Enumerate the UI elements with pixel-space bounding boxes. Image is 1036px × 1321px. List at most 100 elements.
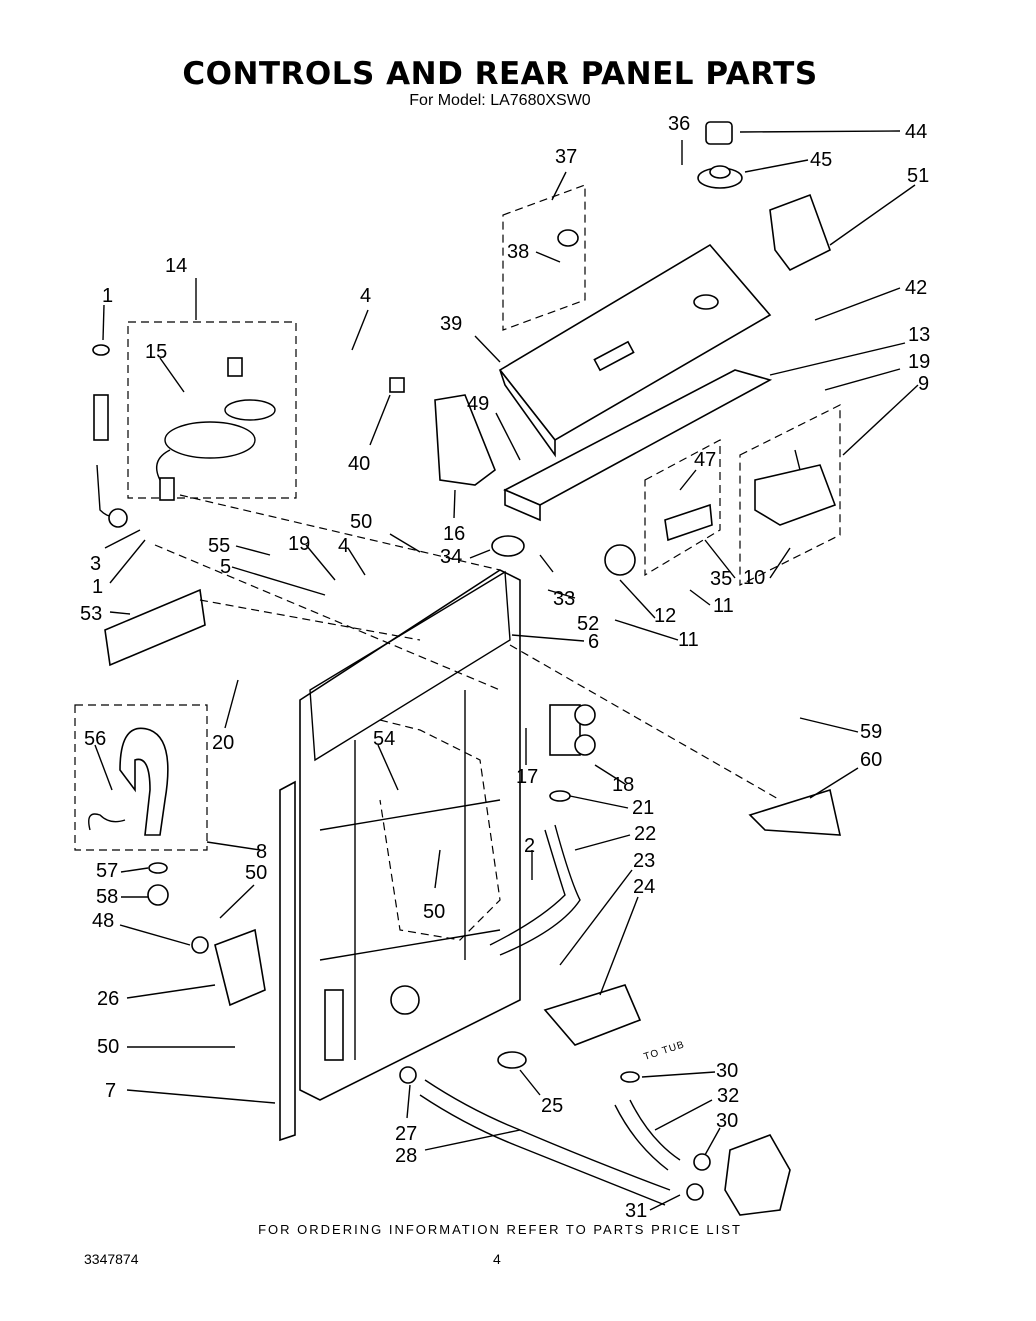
part-label: 38 [507, 241, 529, 263]
hoses [419, 824, 681, 1206]
pump [724, 1134, 791, 1216]
part-label: 15 [145, 341, 167, 363]
part-label: 51 [907, 165, 929, 187]
part-label: 32 [717, 1085, 739, 1107]
pressure-switch [214, 928, 266, 1007]
part-label: 34 [440, 546, 462, 568]
part-label: 14 [165, 255, 187, 277]
switch-part [664, 503, 713, 542]
part-label: 8 [256, 841, 267, 863]
part-label: 30 [716, 1110, 738, 1132]
document-number: 3347874 [84, 1251, 139, 1267]
part-label: 45 [810, 149, 832, 171]
drain-hose [88, 727, 169, 836]
part-label: 21 [632, 797, 654, 819]
part-58 [147, 884, 169, 906]
part-label: 7 [105, 1080, 116, 1102]
part-label: 60 [860, 749, 882, 771]
knob-part [697, 121, 743, 189]
part-label: 40 [348, 453, 370, 475]
part-label: 13 [908, 324, 930, 346]
bracket-60 [748, 788, 842, 836]
part-label: 9 [918, 373, 929, 395]
part-label: 22 [634, 823, 656, 845]
part-label: 48 [92, 910, 114, 932]
part-label: 24 [633, 876, 655, 898]
rear-panel [299, 569, 521, 1101]
part-24 [543, 984, 642, 1046]
part-label: 31 [625, 1200, 647, 1222]
bracket-51 [769, 193, 831, 272]
leader-dashed [179, 494, 501, 571]
part-label: 12 [654, 605, 676, 627]
part-label: 50 [350, 511, 372, 533]
part-label: 37 [555, 146, 577, 168]
part-40 [389, 377, 405, 393]
control-console [498, 243, 772, 458]
part-21 [549, 790, 571, 802]
part-label: 50 [97, 1036, 119, 1058]
part-label: 54 [373, 728, 395, 750]
part-label: 2 [524, 835, 535, 857]
part-label: 30 [716, 1060, 738, 1082]
part-label: 50 [245, 862, 267, 884]
part-label: 26 [97, 988, 119, 1010]
model-subtitle: For Model: LA7680XSW0 [409, 92, 591, 109]
part-label: 36 [668, 113, 690, 135]
part-48 [191, 936, 209, 954]
to-tub-annotation: TO TUB [643, 1039, 687, 1063]
part-label: 6 [588, 631, 599, 653]
group-box-8 [74, 704, 208, 851]
group-box-9 [739, 404, 841, 586]
part-12 [604, 544, 636, 576]
part-label: 35 [710, 568, 732, 590]
part-label: 52 [577, 613, 599, 635]
part-label: 17 [516, 766, 538, 788]
part-label: 11 [713, 595, 734, 617]
part-number-labels: 1 14 15 3 1 53 4 40 16 50 55 19 4 5 34 3… [80, 113, 930, 1222]
part-label: 49 [467, 393, 489, 415]
part-label: 10 [743, 567, 765, 589]
part-label: 57 [96, 860, 118, 882]
part-30b [693, 1153, 711, 1171]
part-57 [148, 862, 168, 874]
page-title: CONTROLS AND REAR PANEL PARTS [182, 56, 818, 92]
part-label: 4 [338, 535, 349, 557]
part-38 [557, 229, 579, 247]
part-label: 1 [92, 576, 103, 598]
part-label: 23 [633, 850, 655, 872]
part-label: 39 [440, 313, 462, 335]
leader-dashed [154, 544, 501, 691]
part-label: 20 [212, 732, 234, 754]
timer-bracket [434, 394, 496, 486]
part-53 [104, 588, 206, 667]
part-label: 42 [905, 277, 927, 299]
part-3 [108, 508, 128, 528]
page-number: 4 [493, 1251, 501, 1267]
part-label: 1 [102, 285, 113, 307]
timer-part [754, 449, 837, 526]
part-label: 56 [84, 728, 106, 750]
leader-lines [94, 130, 919, 1211]
part-label: 47 [694, 449, 716, 471]
part-25 [497, 1051, 527, 1069]
part-1-top [92, 344, 110, 356]
ordering-footer: FOR ORDERING INFORMATION REFER TO PARTS … [258, 1222, 742, 1237]
part-label: 44 [905, 121, 927, 143]
part-label: 33 [553, 588, 575, 610]
part-label: 59 [860, 721, 882, 743]
group-box-37 [502, 184, 586, 331]
group-box-35 [644, 439, 721, 577]
part-27 [399, 1066, 417, 1084]
part-label: 3 [90, 553, 101, 575]
console-bracket [503, 369, 773, 522]
part-3-inlet [93, 394, 109, 441]
part-label: 11 [678, 629, 699, 651]
part-label: 4 [360, 285, 371, 307]
part-label: 16 [443, 523, 465, 545]
part-label: 53 [80, 603, 102, 625]
group-box-14 [127, 321, 297, 499]
part-label: 55 [208, 535, 230, 557]
part-label: 19 [288, 533, 310, 555]
